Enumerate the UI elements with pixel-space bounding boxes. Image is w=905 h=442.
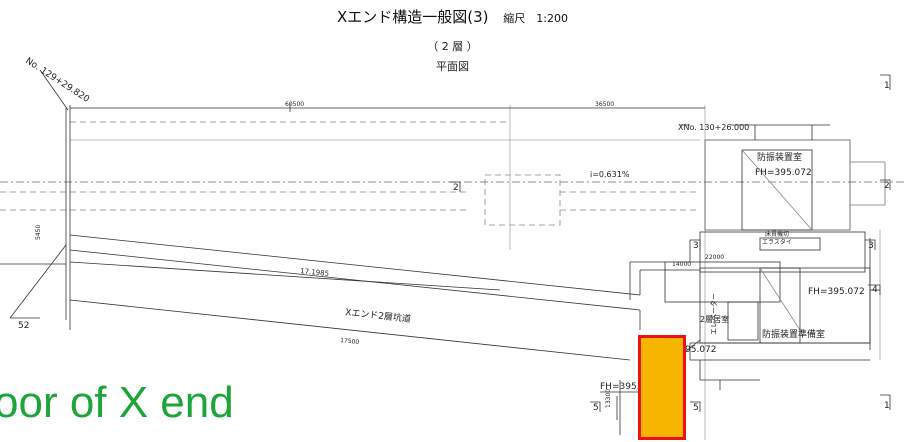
title-text: Xエンド構造一般図(3) bbox=[336, 8, 489, 26]
section-4: 4 bbox=[872, 285, 878, 295]
tunnel-label: Xエンド2層坑道 bbox=[345, 306, 412, 325]
fh-prep: 95.072 bbox=[685, 345, 717, 355]
view-label: 平面図 bbox=[436, 60, 469, 73]
section-2-right: 2 bbox=[884, 181, 890, 191]
dim-17500: 17500 bbox=[340, 337, 360, 346]
floor-cut: 床貫機切 bbox=[765, 230, 789, 238]
room-2f: 2層居室 bbox=[700, 314, 729, 324]
dim-60500: 60500 bbox=[285, 101, 304, 108]
scale-text: 縮尺 1:200 bbox=[503, 12, 568, 25]
elev-label: エレベーター bbox=[709, 293, 718, 335]
elev-short: エラスタイ bbox=[762, 238, 792, 246]
fh-room: FH=395.072 bbox=[808, 287, 865, 297]
section-3-left: 3 bbox=[693, 241, 699, 251]
section-1-top: 1 bbox=[884, 81, 890, 91]
station-left: No. 129+29.820 bbox=[23, 56, 91, 105]
dim-17-1985: 17.1985 bbox=[300, 267, 330, 278]
room-vib: 防振装置室 bbox=[757, 151, 802, 163]
floor-label: （ 2 層 ） bbox=[427, 40, 478, 53]
highlight-box bbox=[638, 335, 686, 440]
drawing-title: Xエンド構造一般図(3) 縮尺 1:200 bbox=[0, 6, 905, 27]
section-5-right: 5 bbox=[693, 403, 699, 413]
section-1-bottom: 1 bbox=[884, 401, 890, 411]
caption: oor of X end bbox=[0, 378, 234, 427]
gradient: i=0.631% bbox=[590, 170, 630, 179]
station-right: XNo. 130+26.000 bbox=[678, 123, 749, 132]
fh-tunnel: FH=395.072 bbox=[600, 382, 657, 392]
dim-13300: 13300 bbox=[605, 389, 612, 408]
section-3-right: 3 bbox=[868, 241, 874, 251]
dim-5450: 5450 bbox=[35, 225, 42, 240]
dim-14000: 14000 bbox=[672, 261, 691, 268]
dim-36500: 36500 bbox=[595, 101, 614, 108]
room-prep: 防振装置準備室 bbox=[762, 328, 825, 340]
section-5-left: 5 bbox=[593, 403, 599, 413]
section-2-mid: 2 bbox=[453, 183, 459, 193]
fh-vib: FH=395.072 bbox=[755, 168, 812, 178]
section-52: 52 bbox=[18, 321, 29, 331]
dim-22000: 22000 bbox=[705, 254, 724, 261]
